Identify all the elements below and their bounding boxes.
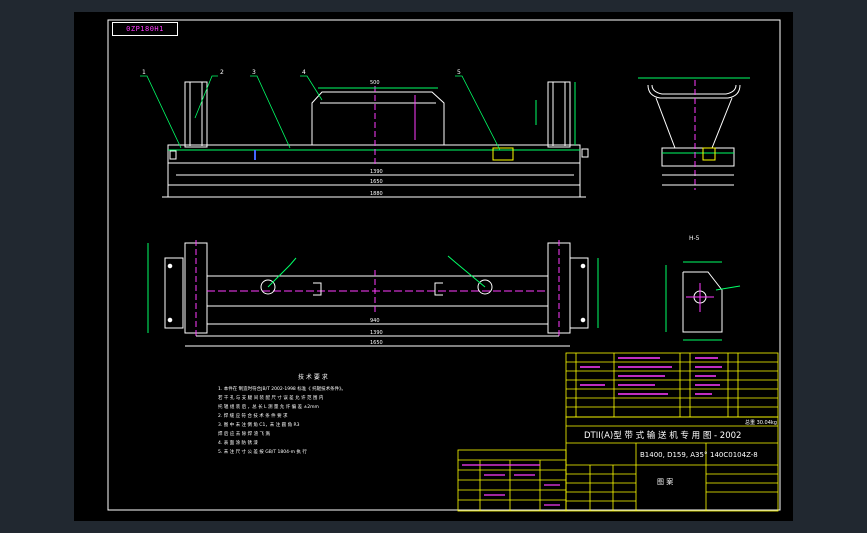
mass-value: 总重 30.04kg: [745, 419, 777, 426]
front-view: 500 1390 1650 1880: [162, 80, 589, 198]
callout-leaders: [140, 75, 501, 151]
callout-5: 5: [457, 69, 461, 76]
section-label: H-5: [689, 235, 700, 242]
callout-4: 4: [302, 69, 306, 76]
revision-fill: [462, 464, 560, 506]
note-line: 1. 本件在 制造时符合JB/T 2002-1998 标准《 托辊技术条件》。: [218, 385, 346, 392]
note-line: 5. 未 注 尺 寸 公 差 按 GB/T 1804-m 执 行: [218, 448, 307, 455]
callout-1: 1: [142, 69, 146, 76]
drawing-number: 140C0104Z-8: [710, 451, 758, 459]
section-view: [665, 261, 741, 341]
inner-border: [107, 19, 781, 511]
svg-text:1390: 1390: [370, 169, 383, 175]
note-line: 4. 表 面 涂 防 锈 漆: [218, 439, 258, 446]
svg-text:940: 940: [370, 318, 380, 324]
sheet-label: 图 案: [657, 477, 673, 486]
side-view: [638, 77, 750, 190]
drawing-code-stamp: 0ZP180H1: [112, 22, 178, 36]
callout-2: 2: [220, 69, 224, 76]
spec-text: B1400, D159, A35°: [640, 451, 707, 459]
plan-view: 940 1390 1650: [147, 240, 599, 347]
drawing-title: DTII(A)型 带 式 输 送 机 专 用 图 - 2002: [584, 430, 741, 441]
callout-3: 3: [252, 69, 256, 76]
revision-table: [457, 449, 567, 512]
parts-list-fill: [580, 357, 722, 395]
svg-text:1390: 1390: [370, 330, 383, 336]
notes-heading: 技 术 要 求: [298, 373, 328, 381]
technical-notes: 技 术 要 求 1. 本件在 制造时符合JB/T 2002-1998 标准《 托…: [218, 373, 346, 455]
drawing-frame: [74, 12, 793, 521]
note-line: 2. 焊 缝 应 符 合 技 术 条 件 要 求: [218, 412, 288, 419]
note-line: 焊 后 应 去 除 焊 渣 飞 溅: [218, 430, 270, 437]
note-line: 托 辊 组 装 后 ，总 长 L 测 量 允 许 偏 差 ±2mm: [218, 403, 319, 410]
svg-text:500: 500: [370, 80, 380, 86]
svg-text:1650: 1650: [370, 179, 383, 185]
note-line: 若 干 孔 与 支 腿 间 装 配 尺 寸 误 差 允 许 范 围 内: [218, 394, 324, 401]
svg-text:1650: 1650: [370, 340, 383, 346]
parts-list: [565, 352, 779, 418]
note-line: 3. 图 中 未 注 倒 角 C1，未 注 圆 角 R3: [218, 421, 300, 428]
svg-text:1880: 1880: [370, 191, 383, 197]
